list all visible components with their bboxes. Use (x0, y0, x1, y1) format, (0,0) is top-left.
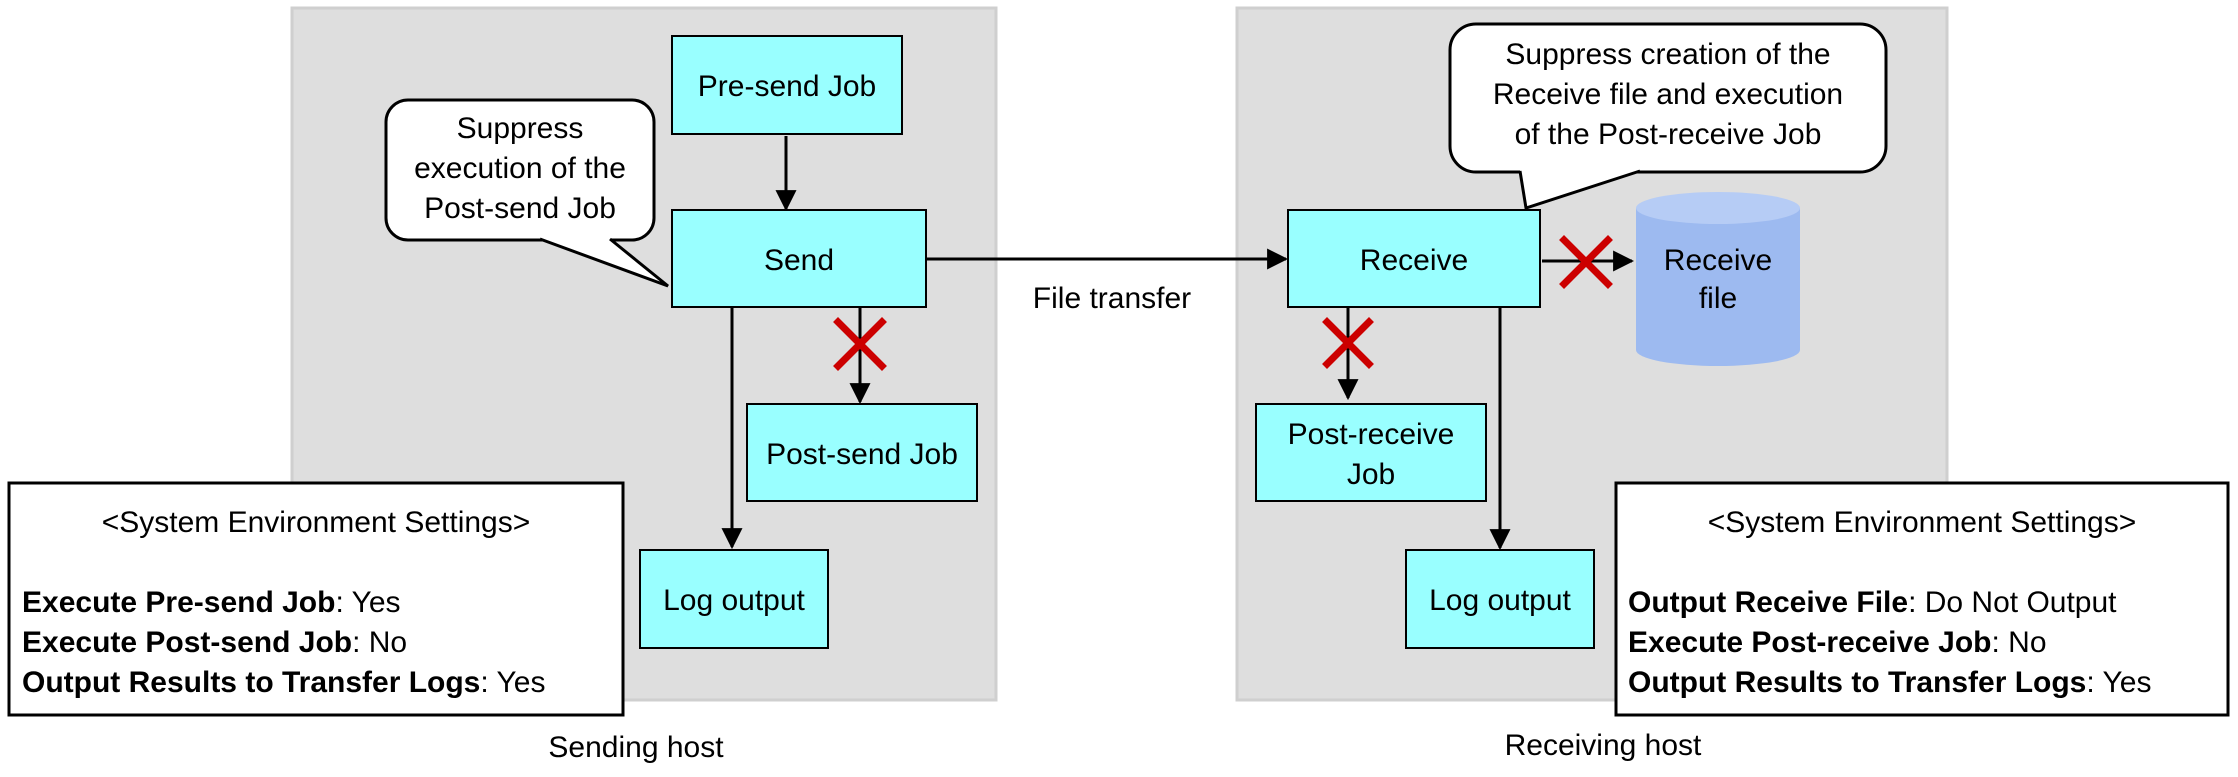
sending-settings-title: <System Environment Settings> (102, 506, 531, 539)
sending-callout: Suppress execution of the Post-send Job (384, 98, 669, 288)
receiving-settings-title: <System Environment Settings> (1708, 506, 2137, 539)
sending-log-output-box: Log output (639, 549, 829, 649)
sending-callout-line3: Post-send Job (424, 192, 616, 225)
receiving-callout: Suppress creation of the Receive file an… (1448, 22, 1888, 210)
receiving-callout-line1: Suppress creation of the (1505, 38, 1830, 71)
receive-file-database-icon: Receive file (1636, 192, 1800, 366)
post-receive-job-box: Post-receive Job (1255, 403, 1487, 502)
receiving-log-output-box: Log output (1405, 549, 1595, 649)
receiving-callout-line2: Receive file and execution (1493, 78, 1843, 111)
receiving-callout-line3: of the Post-receive Job (1515, 118, 1822, 151)
sending-settings-box: <System Environment Settings> Execute Pr… (7, 481, 625, 717)
receiving-settings-box: <System Environment Settings> Output Rec… (1614, 481, 2230, 717)
sending-setting-row-2: Execute Post-send Job: No (22, 626, 407, 659)
send-box: Send (671, 209, 927, 308)
cross-mark-post-send (833, 317, 887, 371)
receive-box: Receive (1287, 209, 1541, 308)
file-transfer-label: File transfer (1033, 282, 1191, 315)
receiving-host-label: Receiving host (1505, 729, 1702, 762)
pre-send-job-label: Pre-send Job (698, 70, 876, 103)
receive-file-label-line2: file (1699, 282, 1737, 315)
post-send-job-box: Post-send Job (746, 403, 978, 502)
receiving-log-output-label: Log output (1429, 584, 1571, 617)
post-send-job-label: Post-send Job (766, 438, 958, 471)
send-label: Send (764, 244, 834, 277)
sending-host-label: Sending host (548, 731, 724, 764)
receiving-setting-row-2: Execute Post-receive Job: No (1628, 626, 2047, 659)
receiving-setting-row-3: Output Results to Transfer Logs: Yes (1628, 666, 2151, 699)
receive-label: Receive (1360, 244, 1468, 277)
sending-setting-row-3: Output Results to Transfer Logs: Yes (22, 666, 545, 699)
cross-mark-receive-file (1559, 235, 1613, 289)
sending-callout-line2: execution of the (414, 152, 626, 185)
sending-callout-line1: Suppress (457, 112, 584, 145)
post-receive-job-label-line2: Job (1347, 458, 1395, 491)
cross-mark-post-receive (1322, 317, 1374, 369)
pre-send-job-box: Pre-send Job (671, 35, 903, 135)
sending-log-output-label: Log output (663, 584, 805, 617)
sending-setting-row-1: Execute Pre-send Job: Yes (22, 586, 401, 619)
receiving-setting-row-1: Output Receive File: Do Not Output (1628, 586, 2117, 619)
receive-file-label-line1: Receive (1664, 244, 1772, 277)
post-receive-job-label-line1: Post-receive (1288, 418, 1455, 451)
